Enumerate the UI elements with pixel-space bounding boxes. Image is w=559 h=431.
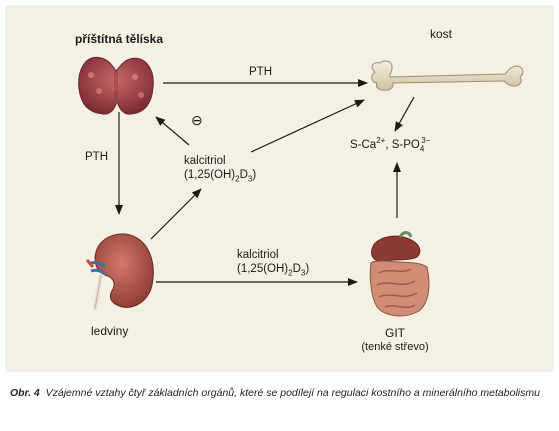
- kidney-image: [85, 233, 154, 310]
- label-calcitriol-middle: kalcitriol (1,25(OH)2D3): [184, 154, 257, 184]
- calcitriol-name: kalcitriol: [184, 155, 226, 167]
- label-kidney: ledviny: [91, 324, 129, 338]
- arrows: [115, 79, 415, 286]
- label-calcitriol-bottom: kalcitriol (1,25(OH)2D3): [237, 248, 310, 278]
- inhibition-sign: ⊖: [191, 112, 203, 128]
- arrow-kidney-to-calcitriol: [150, 188, 202, 240]
- label-git-sub: (tenké střevo): [361, 341, 429, 353]
- label-pth-top: PTH: [249, 66, 272, 78]
- arrow-calcitriol-to-bone: [250, 99, 365, 153]
- label-git-group: GIT (tenké střevo): [350, 326, 440, 354]
- caption-label: Obr. 4: [10, 387, 40, 399]
- intestine-image: [369, 231, 430, 317]
- label-serum: S-Ca2+, S-PO43−: [350, 136, 431, 154]
- diagram-canvas: [78, 56, 524, 317]
- parathyroid-image: [78, 56, 154, 115]
- arrow-bone-to-serum: [394, 96, 415, 132]
- figure-caption: Obr. 4 Vzájemné vztahy čtyř základních o…: [10, 387, 550, 400]
- label-parathyroid: příštítná tělíska: [75, 32, 164, 46]
- bone-image: [371, 60, 524, 91]
- caption-text: Vzájemné vztahy čtyř základních orgánů, …: [45, 387, 540, 399]
- label-bone: kost: [430, 27, 453, 41]
- calcitriol-formula: (1,25(OH)2D3): [184, 169, 257, 184]
- calcitriol-name-bottom: kalcitriol: [237, 249, 279, 261]
- calcitriol-formula-bottom: (1,25(OH)2D3): [237, 263, 310, 278]
- label-pth-left: PTH: [85, 151, 108, 163]
- diagram-panel: příštítná tělíska kost ledviny GIT (tenk…: [5, 5, 554, 372]
- label-git: GIT: [385, 326, 405, 340]
- arrow-calcitriol-to-parathyroid: [155, 116, 190, 146]
